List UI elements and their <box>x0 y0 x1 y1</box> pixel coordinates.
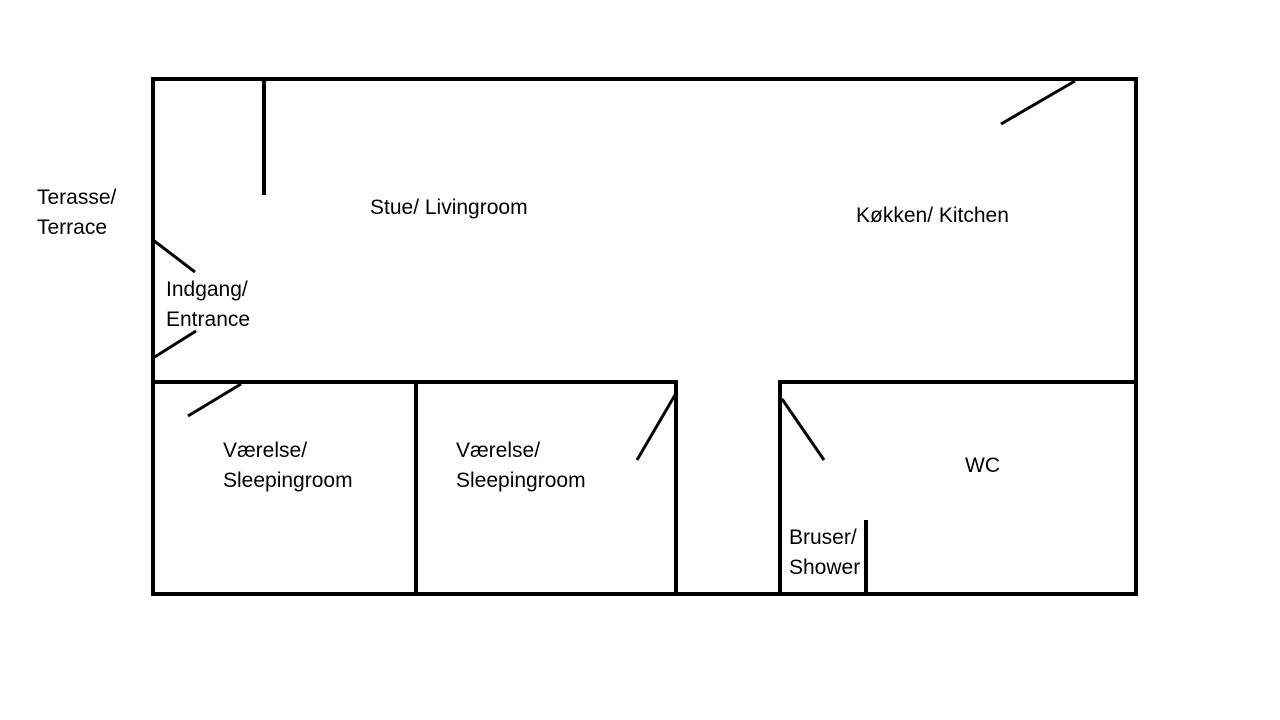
label-bedroom-1-line1: Værelse/ <box>223 439 308 462</box>
label-entrance: Indgang/ Entrance <box>166 275 250 335</box>
label-shower: Bruser/ Shower <box>789 523 860 583</box>
label-bedroom-1: Værelse/ Sleepingroom <box>223 436 353 496</box>
label-bedroom-2-line1: Værelse/ <box>456 439 541 462</box>
label-bedroom-1-line2: Sleepingroom <box>223 469 353 492</box>
label-livingroom-line1: Stue/ Livingroom <box>370 196 528 219</box>
label-entrance-line2: Entrance <box>166 308 251 331</box>
label-kitchen-line1: Køkken/ Kitchen <box>856 204 1009 227</box>
label-kitchen: Køkken/ Kitchen <box>856 201 1009 231</box>
label-shower-line1: Bruser/ <box>789 526 857 549</box>
label-shower-line2: Shower <box>789 556 861 579</box>
door-wc <box>780 398 826 461</box>
label-terrace-line1: Terasse/ <box>37 186 117 209</box>
door-entrance-upper <box>152 238 196 274</box>
label-bedroom-2-line2: Sleepingroom <box>456 469 586 492</box>
label-terrace-line2: Terrace <box>37 216 108 239</box>
label-terrace: Terasse/ Terrace <box>37 183 116 243</box>
outer-wall <box>151 77 1138 596</box>
label-wc: WC <box>965 451 1000 481</box>
label-entrance-line1: Indgang/ <box>166 278 248 301</box>
door-entrance-lower <box>152 329 197 360</box>
door-bedroom-1 <box>187 382 242 418</box>
label-wc-line1: WC <box>965 454 1000 477</box>
label-bedroom-2: Værelse/ Sleepingroom <box>456 436 586 496</box>
door-bedroom-2 <box>635 394 677 461</box>
label-livingroom: Stue/ Livingroom <box>370 193 528 223</box>
door-kitchen <box>1000 79 1076 126</box>
